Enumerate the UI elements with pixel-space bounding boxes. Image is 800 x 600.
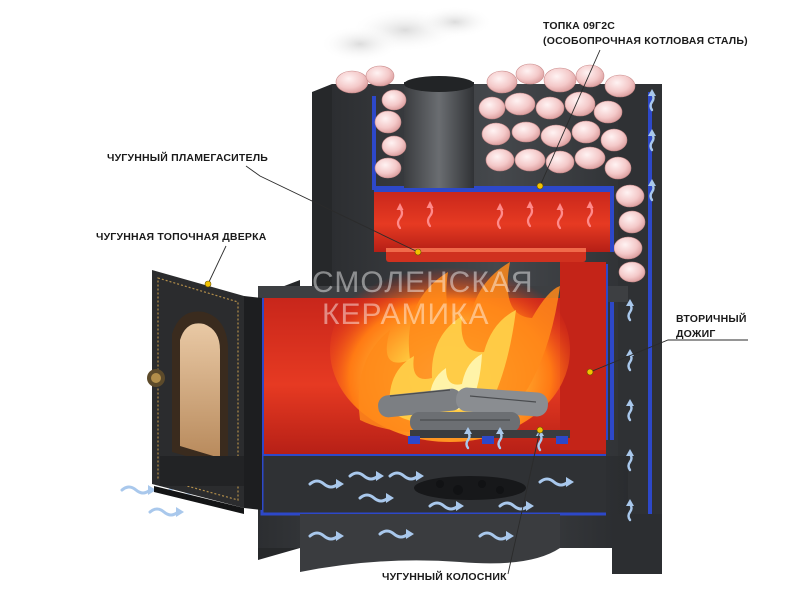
- callout-flame-arrester: ЧУГУННЫЙ ПЛАМЕГАСИТЕЛЬ: [107, 151, 422, 256]
- marker-grate: [536, 426, 544, 434]
- marker-furnace: [536, 182, 544, 190]
- rosette-knob-icon: [147, 369, 165, 387]
- callout-firebox-door: ЧУГУННАЯ ТОПОЧНАЯ ДВЕРКА: [96, 231, 267, 288]
- marker-secondary: [586, 368, 594, 376]
- leader-grate: [507, 429, 541, 575]
- label-furnace-line2: (ОСОБОПРОЧНАЯ КОТЛОВАЯ СТАЛЬ): [543, 35, 748, 47]
- label-firebox-door: ЧУГУННАЯ ТОПОЧНАЯ ДВЕРКА: [96, 231, 267, 243]
- marker-flame-arrester: [414, 248, 422, 256]
- ash-pan: [260, 456, 606, 516]
- upper-heat-chamber: [374, 188, 614, 252]
- watermark-logo: СМОЛЕНСКАЯ КЕРАМИКА: [312, 266, 534, 331]
- callout-grate: ЧУГУННЫЙ КОЛОСНИК: [382, 426, 544, 583]
- burning-logs: [378, 387, 548, 432]
- leader-flame-arrester: [245, 165, 419, 253]
- leader-firebox-door: [207, 245, 227, 285]
- label-secondary-line1: ВТОРИЧНЫЙ: [676, 312, 747, 325]
- label-grate: ЧУГУННЫЙ КОЛОСНИК: [382, 570, 507, 583]
- firebox-door: [147, 270, 262, 514]
- leader-secondary: [589, 339, 748, 373]
- flame-arrester: [386, 248, 586, 262]
- sauna-stones: [335, 63, 646, 283]
- label-furnace-line1: ТОПКА 09Г2С: [543, 20, 615, 32]
- chimney-pipe: [404, 76, 474, 190]
- arched-glass-window-icon: [172, 311, 228, 468]
- steam-cloud-icon: [320, 6, 493, 62]
- watermark-line2: КЕРАМИКА: [322, 298, 490, 331]
- callout-furnace-steel: ТОПКА 09Г2С (ОСОБОПРОЧНАЯ КОТЛОВАЯ СТАЛЬ…: [536, 20, 748, 190]
- label-secondary-line2: ДОЖИГ: [676, 328, 716, 340]
- stove-base: [300, 514, 662, 574]
- marker-firebox-door: [204, 280, 212, 288]
- grate-bars: [408, 430, 570, 444]
- leader-furnace: [539, 49, 601, 187]
- watermark-line1: СМОЛЕНСКАЯ: [312, 266, 534, 299]
- label-flame-arrester: ЧУГУННЫЙ ПЛАМЕГАСИТЕЛЬ: [107, 151, 268, 164]
- callout-secondary-burn: ВТОРИЧНЫЙ ДОЖИГ: [586, 312, 748, 376]
